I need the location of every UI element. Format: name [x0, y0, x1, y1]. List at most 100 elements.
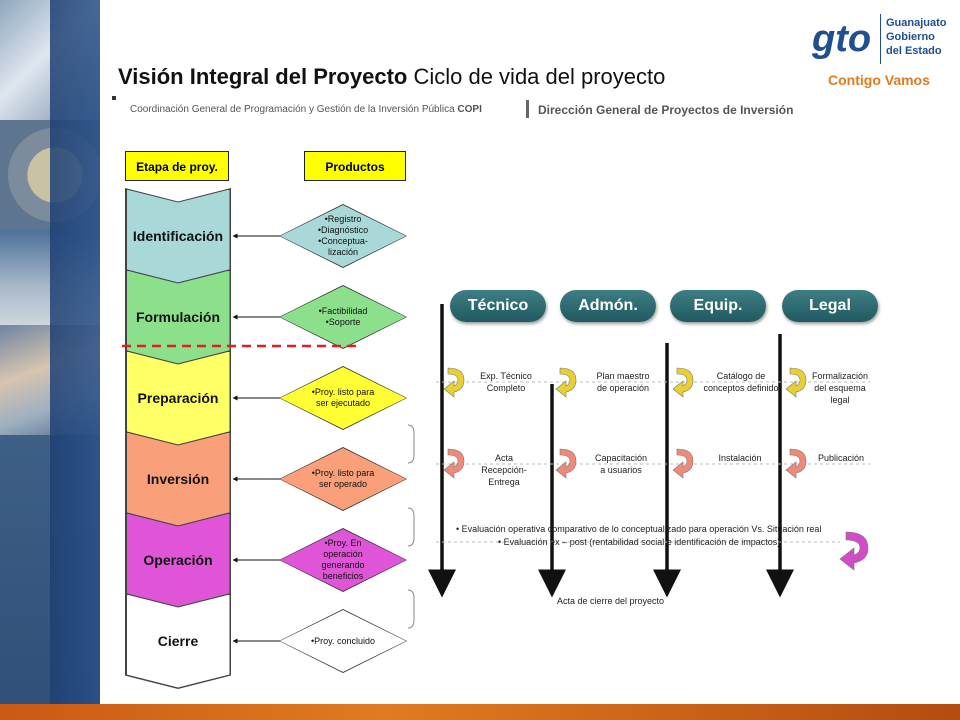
product-text-line: •Conceptua-	[318, 236, 368, 246]
product-text-line: lización	[327, 247, 358, 257]
stage-label-text: Preparación	[137, 390, 219, 406]
product-text-line: •Proy. listo para	[311, 387, 375, 397]
activity-inversion-3: Instalación	[700, 452, 780, 464]
logo-divider	[880, 14, 881, 64]
product-text-line: beneficios	[322, 571, 364, 581]
subtitle-tag: COPI	[457, 104, 482, 115]
activity-text-line: conceptos definido	[703, 383, 779, 393]
activity-inversion-4: Publicación	[808, 452, 874, 464]
activity-text-line: Instalación	[718, 453, 762, 463]
cycle-arrow-icon	[785, 448, 807, 479]
government-logo: gto Guanajuato Gobierno del Estado Conti…	[812, 10, 952, 90]
product-text-line: •Proy. En	[324, 538, 362, 548]
activity-text-line: a usuarios	[600, 465, 642, 475]
stage-cierre: Cierre	[125, 593, 231, 689]
title-bullet	[112, 96, 116, 100]
diagram-canvas	[112, 138, 878, 698]
product-text-line: •Diagnóstico	[317, 225, 369, 235]
page-title: Visión Integral del Proyecto Ciclo de vi…	[118, 64, 665, 90]
stage-label-text: Inversión	[146, 471, 210, 487]
stage-brackets	[407, 424, 415, 629]
product-text-line: ser ejecutado	[315, 398, 371, 408]
product-text-line: •Proy. listo para	[311, 468, 375, 478]
area-pill-3: Equip.	[670, 290, 766, 322]
stage-label-text: Cierre	[157, 633, 199, 649]
logo-name-line-3: del Estado	[886, 45, 942, 57]
activity-text-line: Completo	[486, 383, 526, 393]
area-pill-4: Legal	[782, 290, 878, 322]
activity-text-line: Recepción-	[481, 465, 527, 475]
evaluation-note-1: • Evaluación operativa comparativo de lo…	[456, 524, 822, 534]
activity-text-line: de operación	[596, 383, 650, 393]
activity-text-line: Catálogo de	[716, 371, 766, 381]
activity-inversion-2: Capacitación a usuarios	[583, 452, 659, 476]
product-text-line: operación	[323, 549, 363, 559]
product-text-line: •Proy. concluido	[310, 635, 375, 646]
stage-label: Identificación	[126, 189, 230, 283]
stage-label: Formulación	[126, 270, 230, 364]
activity-text-line: Formalización	[811, 371, 869, 381]
stage-operacion: Operación	[125, 512, 231, 608]
cycle-arrow-icon	[443, 448, 465, 479]
page-title-rest: Ciclo de vida del proyecto	[407, 64, 666, 89]
cycle-arrow-icon	[555, 367, 577, 398]
activity-text-line: legal	[830, 395, 850, 405]
page-title-bold: Visión Integral del Proyecto	[118, 64, 408, 89]
cycle-arrow-icon	[785, 367, 807, 398]
evaluation-note-2: • Evaluación ex – post (rentabilidad soc…	[498, 537, 781, 547]
product-text-line: generando	[321, 560, 365, 570]
page-subtitle-department: Dirección General de Proyectos de Invers…	[538, 103, 794, 117]
area-pill-2: Admón.	[560, 290, 656, 322]
stage-label-text: Identificación	[132, 228, 224, 244]
stage-formulacion: Formulación	[125, 269, 231, 365]
activity-text-line: Exp. Técnico	[480, 371, 532, 381]
stage-identificacion: Identificación	[125, 188, 231, 284]
closing-note: Acta de cierre del proyecto	[557, 596, 665, 606]
activity-text-line: Capacitación	[594, 453, 648, 463]
stage-label: Preparación	[126, 351, 230, 445]
activity-text-line: Publicación	[817, 453, 865, 463]
products-column-header: Productos	[304, 151, 406, 181]
area-pill-1: Técnico	[450, 290, 546, 322]
stage-label: Inversión	[126, 432, 230, 526]
decorative-blue-bar	[50, 0, 100, 720]
activity-preparacion-3: Catálogo de conceptos definido	[695, 370, 787, 394]
page-subtitle: Coordinación General de Programación y G…	[130, 104, 482, 115]
stage-label-text: Operación	[143, 552, 213, 568]
stage-inversion: Inversión	[125, 431, 231, 527]
subtitle-separator	[526, 100, 529, 118]
logo-name-line-2: Gobierno	[886, 31, 935, 43]
logo-name-line-1: Guanajuato	[886, 17, 947, 29]
activity-preparacion-4: Formalización del esquema legal	[806, 370, 874, 406]
decorative-bottom-bar	[0, 704, 960, 720]
logo-mark: gto	[812, 18, 872, 60]
activity-preparacion-2: Plan maestro de operación	[583, 370, 663, 394]
cycle-arrow-icon	[555, 448, 577, 479]
product-text: •Proy. concluido	[311, 636, 375, 647]
stage-preparacion: Preparación	[125, 350, 231, 446]
product-text: •Registro•Diagnóstico•Conceptua-lización	[318, 214, 368, 258]
subtitle-org: Coordinación General de Programación y G…	[130, 104, 455, 115]
activity-text-line: del esquema	[814, 383, 866, 393]
activity-text-line: Entrega	[488, 477, 520, 487]
product-text-line: ser operado	[318, 479, 368, 489]
cycle-arrow-icon	[672, 448, 694, 479]
product-text-line: •Factibilidad	[318, 306, 368, 316]
stage-label: Cierre	[126, 594, 230, 688]
product-text-line: •Soporte	[325, 317, 361, 327]
stage-label: Operación	[126, 513, 230, 607]
cycle-arrow-icon	[443, 367, 465, 398]
product-text: •Factibilidad•Soporte	[319, 306, 368, 328]
activity-text-line: Plan maestro	[596, 371, 650, 381]
stage-column-header: Etapa de proy.	[125, 151, 229, 181]
logo-name: Guanajuato Gobierno del Estado	[886, 16, 947, 58]
activity-text-line: Acta	[494, 453, 513, 463]
logo-slogan: Contigo Vamos	[828, 72, 930, 88]
stage-label-text: Formulación	[135, 309, 220, 325]
